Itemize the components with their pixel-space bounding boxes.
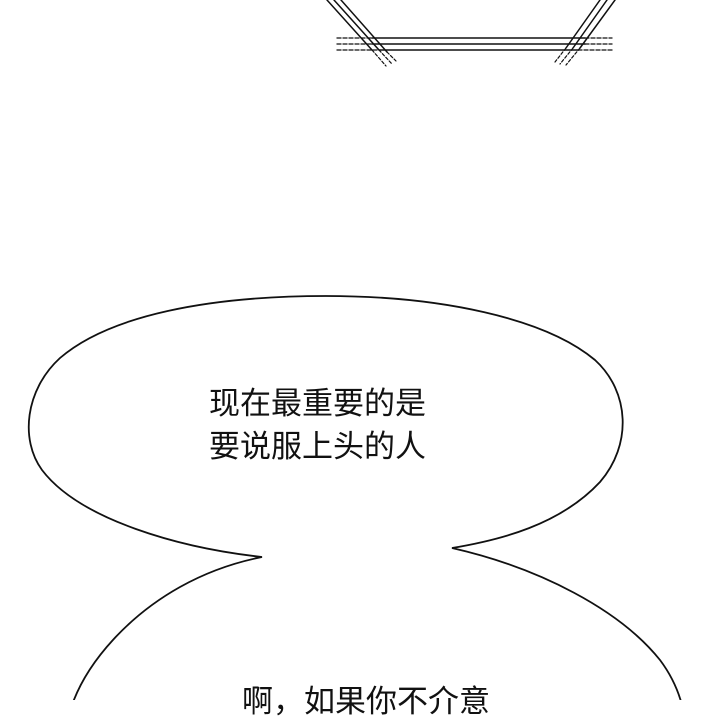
dialogue-line: 现在最重要的是 — [209, 386, 426, 422]
speech-bubbles — [27, 295, 682, 700]
dialogue-line: 啊，如果你不介意 — [242, 684, 490, 720]
comic-panel: 现在最重要的是 要说服上头的人 啊，如果你不介意 — [27, 0, 682, 720]
panel-artwork — [27, 0, 682, 700]
speech-bubble-outline — [27, 295, 682, 700]
sketch-frame-lines — [326, 0, 616, 67]
dialogue-line: 要说服上头的人 — [209, 429, 426, 465]
speech-bubble-upper-text: 现在最重要的是 要说服上头的人 — [209, 383, 426, 469]
speech-bubble-lower-text: 啊，如果你不介意 — [242, 681, 490, 724]
